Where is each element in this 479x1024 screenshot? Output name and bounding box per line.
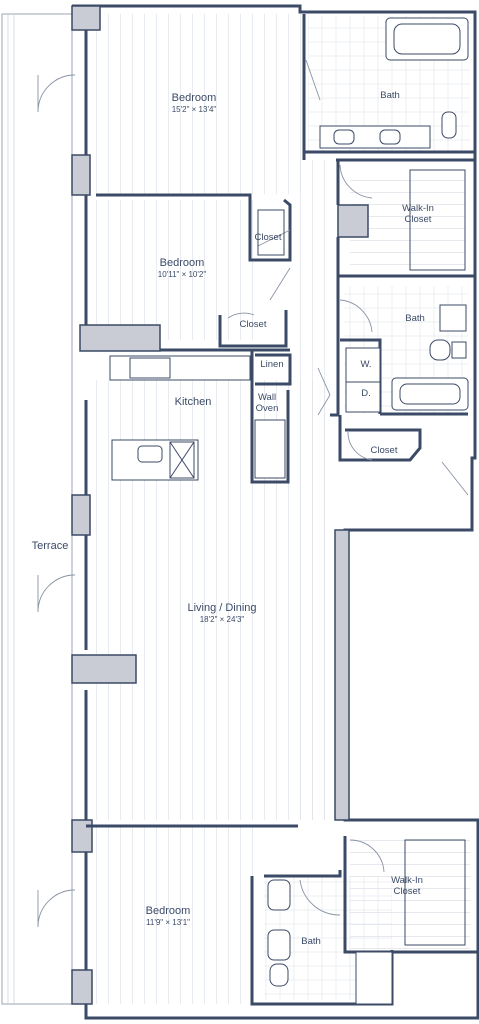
room-name: W.: [360, 359, 372, 370]
room-name: Terrace: [31, 540, 69, 552]
label-wall-oven: Wall Oven: [255, 392, 279, 415]
room-label-bath-1: Bath: [380, 90, 400, 102]
room-label-bath-3: Bath: [301, 936, 321, 948]
door-swings: [37, 59, 469, 928]
room-label-closet-1: Closet: [254, 232, 282, 244]
label-dryer: D.: [361, 388, 371, 400]
room-name: Bath: [405, 313, 425, 324]
room-name: Closet: [370, 445, 398, 456]
room-label-bedroom-1: Bedroom 15'2" × 13'4": [172, 92, 217, 114]
terrace-area: [1, 13, 73, 1005]
room-name: Living / Dining: [187, 602, 257, 614]
room-dimensions: 15'2" × 13'4": [171, 104, 217, 114]
room-name: Bedroom: [145, 905, 191, 917]
laundry: [345, 347, 381, 413]
room-label-linen: Linen: [260, 359, 284, 371]
closet-shelving: [257, 169, 466, 946]
room-label-closet-2: Closet: [239, 319, 267, 331]
room-dimensions: 11'9" × 13'1": [146, 917, 190, 927]
room-name: D.: [361, 388, 371, 399]
room-name: Closet: [239, 319, 267, 330]
room-label-walkin-2: Walk-In Closet: [391, 875, 423, 898]
wall-blocks: [71, 5, 369, 1005]
room-label-living: Living / Dining 18'2" × 24'3": [187, 602, 256, 624]
floor-planks: [90, 14, 470, 1004]
room-name: Walk-In: [402, 203, 434, 214]
room-name-line2: Closet: [393, 885, 421, 897]
room-label-walkin-1: Walk-In Closet: [402, 203, 434, 226]
room-name-line2: Oven: [255, 402, 279, 414]
room-label-closet-3: Closet: [370, 445, 398, 457]
room-name: Bath: [380, 90, 400, 101]
room-dimensions: 18'2" × 24'3": [199, 614, 245, 624]
room-name: Linen: [260, 359, 284, 370]
room-label-bath-2: Bath: [405, 313, 425, 325]
room-label-kitchen: Kitchen: [175, 396, 212, 409]
room-name: Walk-In: [391, 875, 423, 886]
room-name-line2: Closet: [404, 213, 432, 225]
kitchen-fixtures: [109, 355, 286, 481]
room-label-bedroom-2: Bedroom 10'11" × 10'2": [158, 257, 206, 279]
bath-fixtures: [267, 17, 469, 1005]
room-name: Kitchen: [174, 396, 212, 408]
room-name: Bedroom: [171, 92, 217, 104]
room-name: Wall: [257, 392, 277, 403]
room-label-bedroom-3: Bedroom 11'9" × 13'1": [146, 905, 191, 927]
room-name: Closet: [254, 232, 282, 243]
label-washer: W.: [360, 359, 372, 371]
room-dimensions: 10'11" × 10'2": [157, 269, 207, 279]
room-name: Bath: [301, 936, 321, 947]
room-label-terrace: Terrace: [32, 540, 69, 553]
room-name: Bedroom: [159, 257, 205, 269]
